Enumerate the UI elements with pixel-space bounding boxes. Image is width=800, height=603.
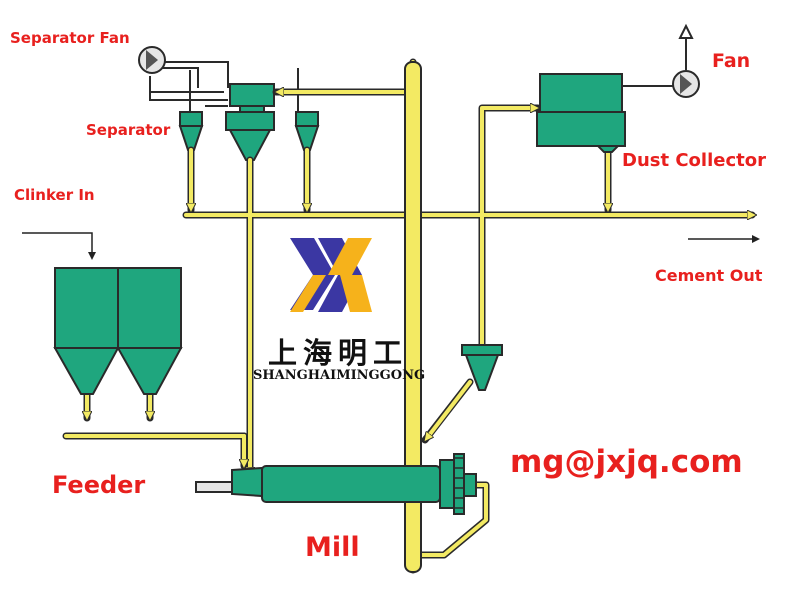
exhaust-arrow-icon [678, 23, 694, 39]
label-cement-out: Cement Out [655, 266, 763, 285]
separator-icon [178, 83, 320, 161]
separator-fan-icon [138, 46, 166, 74]
label-mill: Mill [305, 532, 360, 563]
label-fan: Fan [712, 50, 751, 72]
mill-icon [195, 453, 477, 515]
label-email: mg@jxjq.com [510, 444, 743, 480]
label-feeder: Feeder [52, 471, 146, 499]
label-separator: Separator [86, 121, 171, 139]
label-clinker-in: Clinker In [14, 186, 95, 204]
clinker-hopper-icon [53, 267, 183, 395]
label-separator-fan: Separator Fan [10, 29, 130, 47]
clinker-in-arrow-icon [22, 232, 96, 260]
label-dust-collector: Dust Collector [622, 150, 766, 171]
company-logo [290, 238, 372, 312]
dust-collector-icon [536, 73, 626, 153]
cyclone-icon [461, 344, 503, 391]
fan-icon [672, 70, 700, 98]
brand-name-english: SHANGHAIMINGGONG [253, 368, 426, 383]
brand-name-chinese: 上海明工 [268, 336, 409, 370]
bucket-elevator-icon [404, 61, 422, 573]
